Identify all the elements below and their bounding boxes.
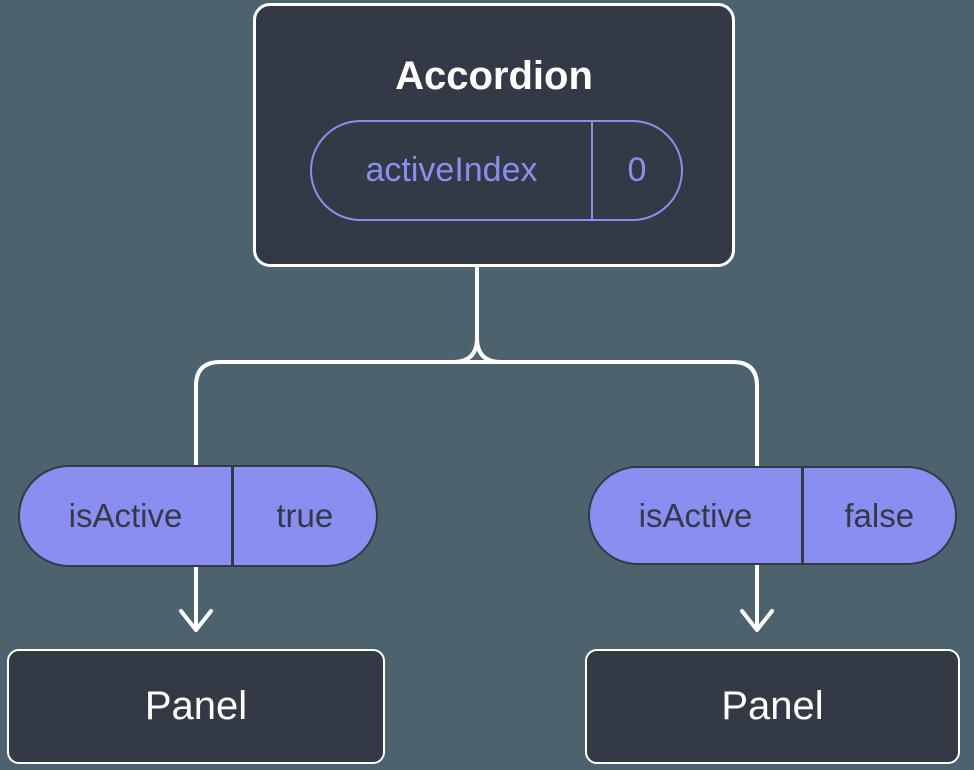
prop-value-label: false xyxy=(844,496,915,534)
panel-node-right: Panel xyxy=(585,649,960,764)
tree-connector-crossbar xyxy=(194,360,759,468)
prop-name-label: isActive xyxy=(638,496,753,534)
panel-node-left: Panel xyxy=(7,649,385,764)
state-name-label: activeIndex xyxy=(365,151,538,189)
pill-divider xyxy=(801,468,804,563)
prop-pill-isactive-true: isActive true xyxy=(18,465,378,567)
prop-value-label: true xyxy=(276,497,334,534)
tree-connector-stem-right xyxy=(475,264,503,364)
accordion-node: Accordion activeIndex 0 xyxy=(253,3,735,267)
tree-connector-stem-left xyxy=(451,264,479,364)
arrow-down-icon xyxy=(179,565,213,632)
arrow-down-icon xyxy=(740,563,774,632)
prop-name-label: isActive xyxy=(68,497,183,534)
accordion-node-title: Accordion xyxy=(395,54,593,98)
pill-divider xyxy=(591,122,593,219)
state-pill-activeindex: activeIndex 0 xyxy=(310,120,683,221)
pill-divider xyxy=(231,467,234,565)
state-value-label: 0 xyxy=(627,151,647,189)
prop-pill-isactive-false: isActive false xyxy=(588,466,957,565)
